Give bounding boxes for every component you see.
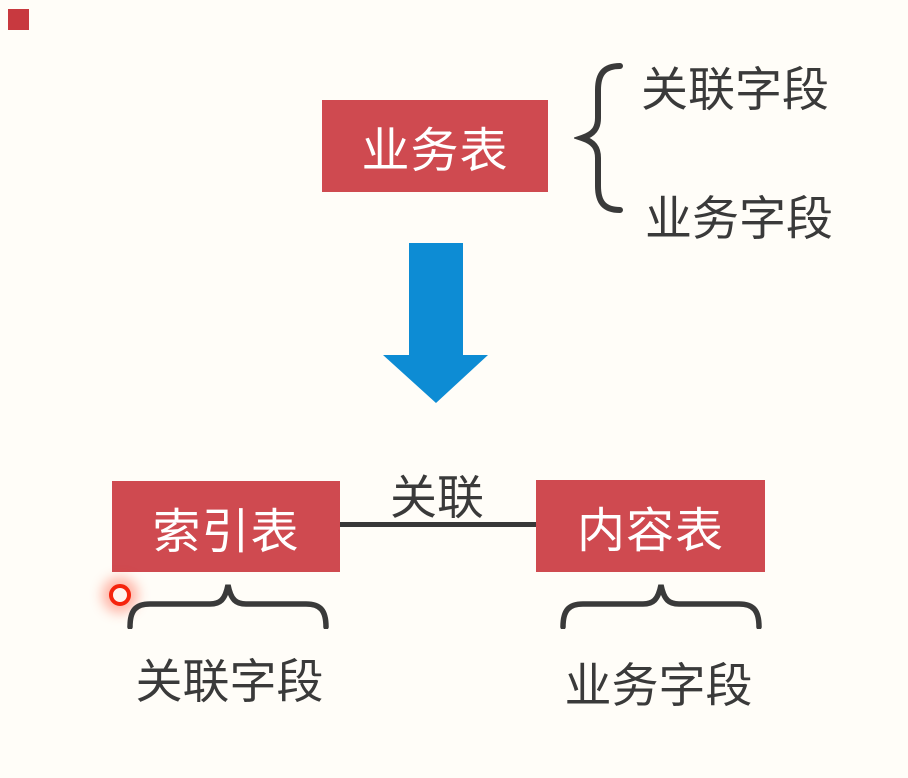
relation-label: 关联 xyxy=(390,471,484,524)
index-table-label: 索引表 xyxy=(152,505,300,559)
horizontal-brace-up-icon xyxy=(558,580,764,629)
content-table-box: 内容表 xyxy=(536,480,765,572)
index-table-box: 索引表 xyxy=(112,481,340,572)
top-related-field-label: 关联字段 xyxy=(641,63,829,116)
connector-line xyxy=(339,522,537,527)
top-business-field-label: 业务字段 xyxy=(645,192,833,245)
horizontal-brace-up-icon xyxy=(126,580,330,629)
business-table-label: 业务表 xyxy=(361,125,509,178)
recording-indicator-square xyxy=(8,9,29,30)
bottom-related-field-label: 关联字段 xyxy=(135,655,324,708)
laser-pointer-dot xyxy=(109,584,131,606)
down-arrow-icon xyxy=(383,243,488,403)
bottom-business-field-label: 业务字段 xyxy=(564,659,753,712)
business-table-box: 业务表 xyxy=(322,100,548,192)
curly-brace-right-icon xyxy=(574,62,626,214)
content-table-label: 内容表 xyxy=(576,505,724,558)
